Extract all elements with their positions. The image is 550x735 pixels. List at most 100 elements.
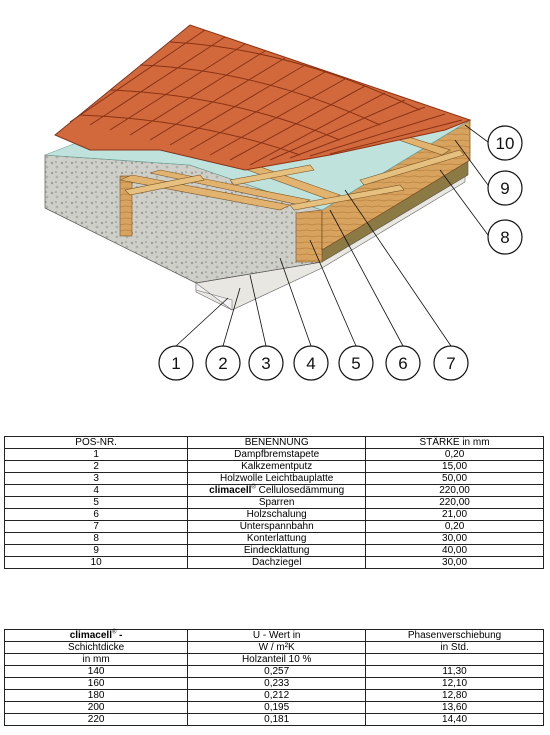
layers-table-header: POS-NR. BENENNUNG STÄRKE in mm bbox=[3, 436, 544, 449]
cell-uvalue: 0,212 bbox=[187, 689, 367, 702]
cell-uvalue: 0,233 bbox=[187, 677, 367, 690]
uvalue-header-row-1: climacell® - U - Wert in Phasenverschieb… bbox=[3, 629, 544, 642]
cell-thickness: 30,00 bbox=[365, 556, 544, 569]
svg-text:2: 2 bbox=[218, 354, 227, 373]
cell-thickness: 220,00 bbox=[365, 484, 544, 497]
svg-text:5: 5 bbox=[351, 354, 360, 373]
cell-thickness: 40,00 bbox=[365, 544, 544, 557]
header-unit: W / m²K bbox=[187, 641, 367, 654]
cell-uvalue: 0,181 bbox=[187, 713, 367, 726]
cell-pos: 10 bbox=[3, 556, 189, 569]
svg-text:7: 7 bbox=[446, 354, 455, 373]
cell-pos: 9 bbox=[3, 544, 189, 557]
cell-thickness: 0,20 bbox=[365, 520, 544, 533]
callout-5: 5 bbox=[338, 345, 374, 381]
cell-name: Sparren bbox=[187, 496, 367, 509]
cell-thickness: 50,00 bbox=[365, 472, 544, 485]
cell-phase: 12,80 bbox=[365, 689, 544, 702]
cell-thickness: 180 bbox=[3, 689, 189, 702]
header-name: BENENNUNG bbox=[187, 436, 367, 449]
callout-2: 2 bbox=[205, 345, 241, 381]
cell-name: Holzwolle Leichtbauplatte bbox=[187, 472, 367, 485]
callout-3: 3 bbox=[248, 345, 284, 381]
header-pos: POS-NR. bbox=[3, 436, 189, 449]
svg-text:3: 3 bbox=[261, 354, 270, 373]
cell-name: Dachziegel bbox=[187, 556, 367, 569]
callout-7: 7 bbox=[433, 345, 469, 381]
registered-mark: ® bbox=[251, 484, 256, 491]
svg-text:1: 1 bbox=[171, 354, 180, 373]
header-mm: in mm bbox=[3, 653, 189, 666]
rafter-front-right bbox=[295, 209, 323, 263]
cell-pos: 7 bbox=[3, 520, 189, 533]
cell-name: climacell® Cellulosedämmung bbox=[187, 484, 367, 497]
cell-uvalue: 0,257 bbox=[187, 665, 367, 678]
cell-pos: 2 bbox=[3, 460, 189, 473]
leader-lines bbox=[175, 124, 489, 347]
tile-rows bbox=[69, 29, 463, 166]
header-hours: in Std. bbox=[365, 641, 544, 654]
cell-thickness: 200 bbox=[3, 701, 189, 714]
vapour-barrier-edge bbox=[195, 282, 233, 311]
registered-mark: ® bbox=[111, 629, 117, 636]
cell-name: Eindecklattung bbox=[187, 544, 367, 557]
cell-thickness: 220 bbox=[3, 713, 189, 726]
cell-thickness: 30,00 bbox=[365, 532, 544, 545]
header-uvalue: U - Wert in bbox=[187, 629, 367, 642]
cell-phase: 12,10 bbox=[365, 677, 544, 690]
cell-phase: 13,60 bbox=[365, 701, 544, 714]
svg-text:10: 10 bbox=[496, 134, 515, 153]
cell-uvalue: 0,195 bbox=[187, 701, 367, 714]
cell-phase: 11,30 bbox=[365, 665, 544, 678]
svg-text:4: 4 bbox=[306, 354, 315, 373]
header-empty bbox=[365, 653, 544, 666]
uvalue-header-row-2: Schichtdicke W / m²K in Std. bbox=[3, 641, 544, 654]
brand-name: climacell bbox=[209, 485, 252, 496]
rafter-front-left bbox=[119, 175, 133, 237]
callout-6: 6 bbox=[385, 345, 421, 381]
cell-pos: 4 bbox=[3, 484, 189, 497]
cell-name: Unterspannbahn bbox=[187, 520, 367, 533]
svg-text:8: 8 bbox=[500, 228, 509, 247]
cell-name: Konterlattung bbox=[187, 532, 367, 545]
cell-thickness: 160 bbox=[3, 677, 189, 690]
cell-thickness: 21,00 bbox=[365, 508, 544, 521]
header-phase: Phasenverschiebung bbox=[365, 629, 544, 642]
cell-thickness: 220,00 bbox=[365, 496, 544, 509]
cell-pos: 6 bbox=[3, 508, 189, 521]
roof-construction-diagram: 1 2 3 4 5 6 7 8 9 10 bbox=[44, 24, 523, 381]
cell-phase: 14,40 bbox=[365, 713, 544, 726]
svg-text:9: 9 bbox=[500, 179, 509, 198]
header-layer-thickness: Schichtdicke bbox=[3, 641, 189, 654]
cell-pos: 5 bbox=[3, 496, 189, 509]
callout-10: 10 bbox=[487, 125, 523, 161]
header-brand: climacell® - bbox=[3, 629, 189, 642]
uvalue-table: climacell® - U - Wert in Phasenverschieb… bbox=[3, 629, 544, 726]
callout-1: 1 bbox=[158, 345, 194, 381]
cell-pos: 1 bbox=[3, 448, 189, 461]
cell-name: Kalkzementputz bbox=[187, 460, 367, 473]
header-thickness: STÄRKE in mm bbox=[365, 436, 544, 449]
brand-suffix: - bbox=[116, 630, 123, 641]
cell-name-text: Cellulosedämmung bbox=[255, 485, 345, 496]
tile-battens bbox=[124, 149, 465, 211]
cell-name: Holzschalung bbox=[187, 508, 367, 521]
callout-8: 8 bbox=[487, 219, 523, 255]
brand-name: climacell bbox=[69, 630, 112, 641]
